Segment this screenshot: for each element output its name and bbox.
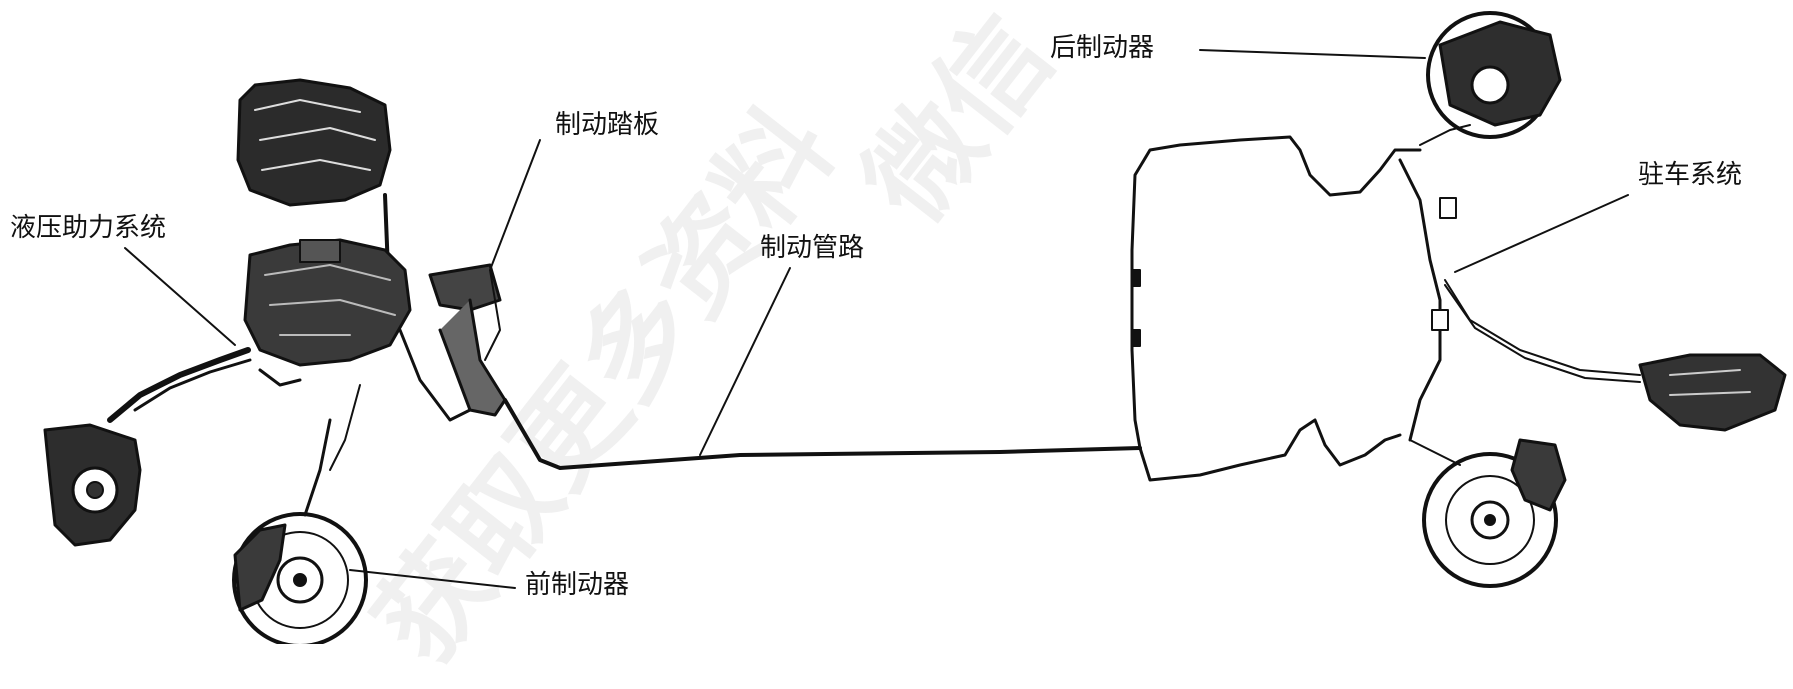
front-brake-disc xyxy=(232,384,368,644)
main-brake-line xyxy=(503,398,1142,470)
brake-pedal-drawing xyxy=(398,263,507,422)
label-parking-system: 驻车系统 xyxy=(1638,160,1743,190)
hydraulic-pump-unit xyxy=(43,423,142,547)
label-brake-line: 制动管路 xyxy=(760,233,865,263)
leader-hydraulic xyxy=(124,247,236,346)
rear-brake-top xyxy=(1419,11,1562,146)
leader-front xyxy=(349,569,516,589)
label-front-brake: 前制动器 xyxy=(525,570,630,600)
rear-brake-bottom xyxy=(1409,438,1567,588)
hydraulic-lines-left xyxy=(107,347,302,423)
leader-rear xyxy=(1199,49,1426,59)
label-rear-brake: 后制动器 xyxy=(1050,33,1155,63)
brake-system-diagram: 获取更多资料 微信 xyxy=(10,0,1787,685)
parking-brake-unit xyxy=(1638,353,1787,432)
leader-lines xyxy=(124,49,1629,589)
master-cylinder-reservoir xyxy=(236,78,392,272)
label-hydraulic-booster: 液压助力系统 xyxy=(10,213,167,243)
leader-line xyxy=(699,267,791,456)
leader-pedal xyxy=(489,139,541,271)
diagram-drawing xyxy=(43,11,1787,644)
booster-assembly xyxy=(243,238,412,367)
label-brake-pedal: 制动踏板 xyxy=(555,110,660,140)
rear-brake-lines xyxy=(1130,135,1641,482)
leader-parking xyxy=(1454,194,1629,273)
